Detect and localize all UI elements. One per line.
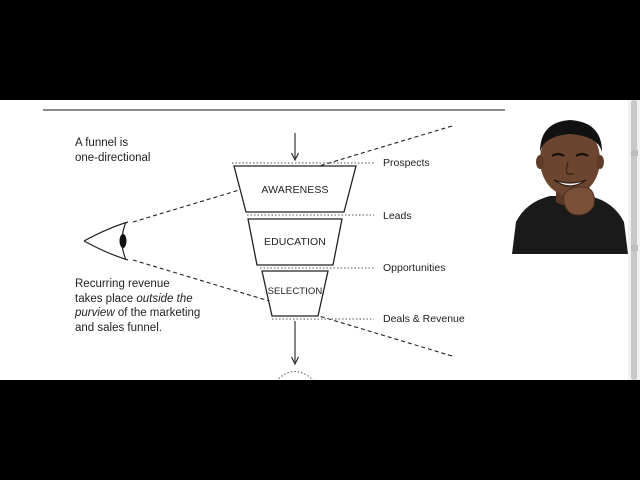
recurring-circle bbox=[276, 371, 314, 380]
letterbox-bottom bbox=[0, 380, 640, 480]
letterbox-top bbox=[0, 0, 640, 100]
slide-divider bbox=[43, 109, 505, 111]
scrollbar-marker-lower bbox=[631, 245, 638, 251]
scrollbar-thumb[interactable] bbox=[631, 100, 637, 380]
note-bottom-line4: and sales funnel. bbox=[75, 321, 162, 334]
stage-label-education: EDUCATION bbox=[264, 236, 326, 248]
eye-icon bbox=[83, 221, 129, 261]
note-bottom-line2-em: outside the bbox=[136, 292, 193, 305]
boundary-label-prospects: Prospects bbox=[383, 157, 430, 169]
note-one-directional: A funnel is one-directional bbox=[75, 136, 195, 165]
note-bottom-line3-suffix: of the marketing bbox=[114, 307, 201, 319]
stage-awareness bbox=[233, 165, 357, 213]
entry-arrow bbox=[291, 133, 299, 162]
scrollbar[interactable] bbox=[628, 100, 640, 380]
stage-selection bbox=[261, 270, 329, 317]
boundary-label-leads: Leads bbox=[383, 210, 412, 222]
boundary-label-opportunities: Opportunities bbox=[383, 262, 446, 274]
stage-label-selection: SELECTION bbox=[267, 286, 323, 297]
note-top-line1: A funnel is bbox=[75, 137, 129, 149]
note-bottom-line2-prefix: takes place bbox=[75, 292, 137, 305]
note-recurring-revenue: Recurring revenue takes place outside th… bbox=[75, 277, 225, 335]
boundary-label-deals: Deals & Revenue bbox=[383, 313, 465, 325]
presenter-webcam bbox=[510, 110, 628, 254]
funnel-diagram bbox=[83, 125, 453, 380]
note-bottom-line3-em: purview bbox=[75, 307, 115, 319]
note-bottom-line1: Recurring revenue bbox=[75, 278, 170, 290]
scrollbar-marker-upper bbox=[631, 150, 638, 156]
stage-education bbox=[247, 218, 343, 266]
slide-canvas: A funnel is one-directional Recurring re… bbox=[0, 100, 628, 380]
stage-label-awareness: AWARENESS bbox=[261, 184, 329, 196]
exit-arrow bbox=[291, 321, 299, 366]
note-top-line2: one-directional bbox=[75, 151, 151, 164]
